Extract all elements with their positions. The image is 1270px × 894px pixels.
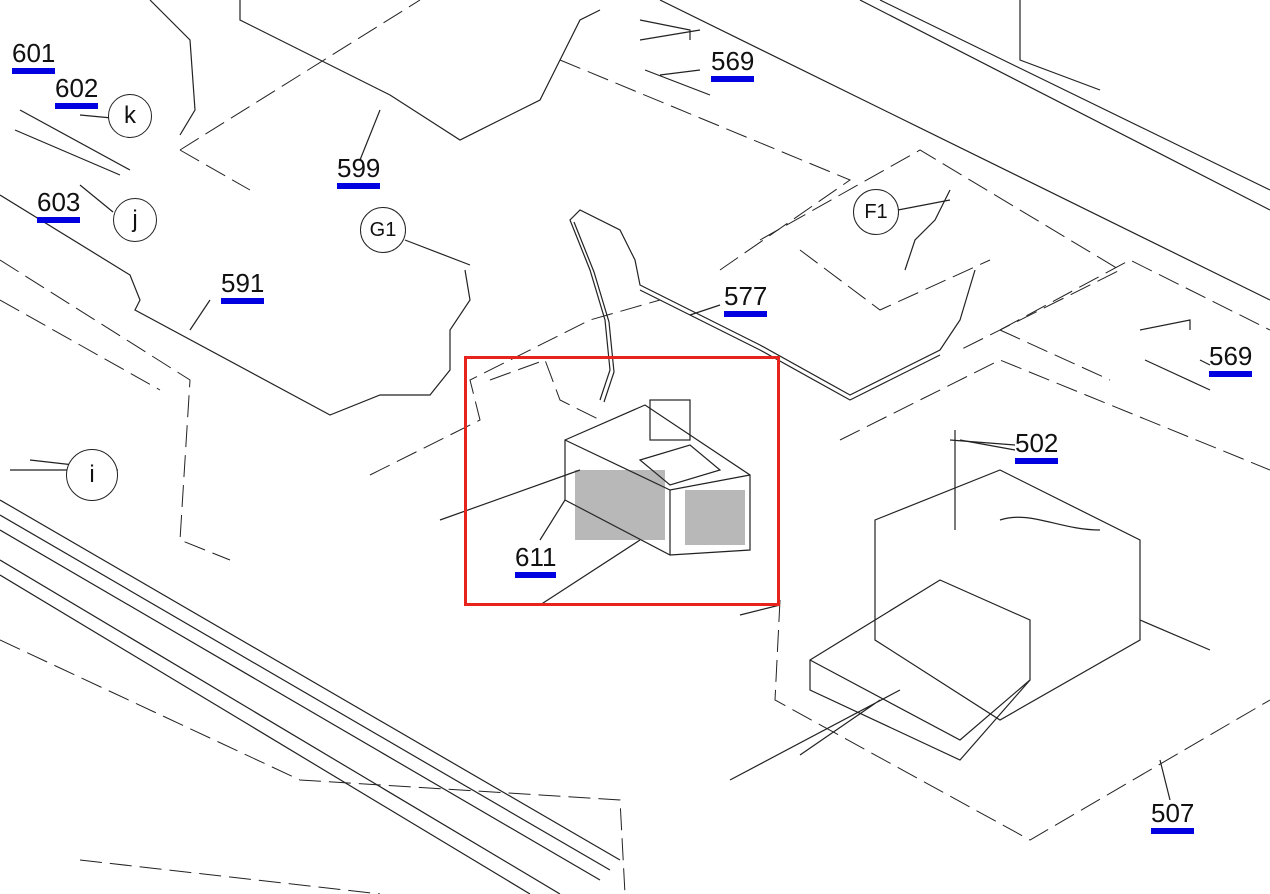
part-link-601[interactable]: 601	[12, 38, 56, 74]
part-link-591[interactable]: 591	[221, 268, 265, 304]
part-link-599[interactable]: 599	[337, 153, 381, 189]
callout-f1: F1	[853, 189, 899, 235]
callout-j: j	[113, 198, 157, 242]
part-link-611[interactable]: 611	[515, 542, 557, 578]
part-link-507[interactable]: 507	[1151, 798, 1195, 834]
callout-k: k	[108, 94, 152, 138]
vent-holes	[575, 470, 745, 545]
part-link-577[interactable]: 577	[724, 281, 768, 317]
callout-i: i	[66, 449, 118, 501]
part-link-569-b[interactable]: 569	[1209, 341, 1253, 377]
part-link-502[interactable]: 502	[1015, 428, 1059, 464]
part-link-602[interactable]: 602	[55, 73, 99, 109]
part-link-569[interactable]: 569	[711, 46, 755, 82]
part-link-603[interactable]: 603	[37, 187, 81, 223]
callout-g1: G1	[360, 207, 406, 253]
highlight-box-611	[464, 356, 780, 606]
